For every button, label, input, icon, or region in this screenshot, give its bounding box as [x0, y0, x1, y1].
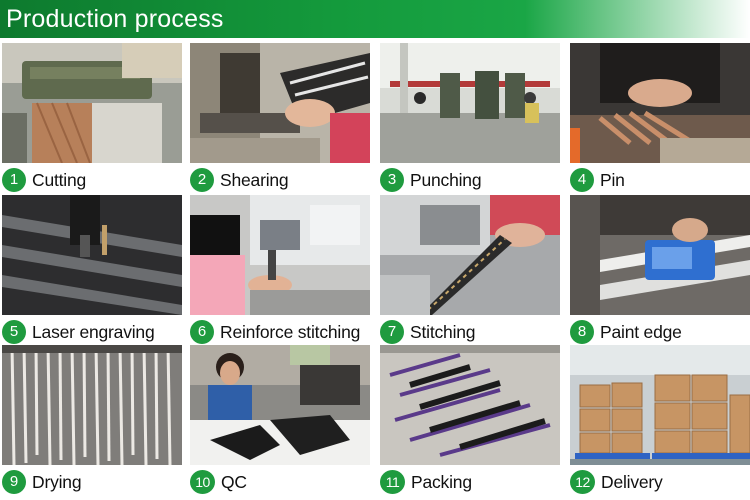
- step-tile-cutting: 1 Cutting: [2, 43, 182, 193]
- photo-qc: [190, 345, 370, 465]
- step-number-badge: 5: [2, 320, 26, 344]
- step-tile-punching: 3 Punching: [380, 43, 560, 193]
- step-number-badge: 3: [380, 168, 404, 192]
- step-number-badge: 4: [570, 168, 594, 192]
- step-tile-drying: 9 Drying: [2, 345, 182, 495]
- step-number-badge: 11: [380, 470, 405, 494]
- photo-stitching: [380, 195, 560, 315]
- step-tile-laser-engraving: 5 Laser engraving: [2, 195, 182, 345]
- step-number-badge: 12: [570, 470, 595, 494]
- step-label: Punching: [410, 169, 482, 190]
- step-caption: 12 Delivery: [570, 469, 750, 495]
- step-tile-pin: 4 Pin: [570, 43, 750, 193]
- step-number-badge: 2: [190, 168, 214, 192]
- photo-drying: [2, 345, 182, 465]
- photo-cutting: [2, 43, 182, 163]
- step-tile-stitching: 7 Stitching: [380, 195, 560, 345]
- photo-pin: [570, 43, 750, 163]
- photo-shearing: [190, 43, 370, 163]
- step-label: QC: [221, 471, 247, 492]
- step-label: Delivery: [601, 471, 663, 492]
- step-caption: 1 Cutting: [2, 167, 187, 193]
- step-label: Reinforce stitching: [220, 321, 361, 342]
- step-caption: 7 Stitching: [380, 319, 565, 345]
- step-label: Shearing: [220, 169, 289, 190]
- step-label: Paint edge: [600, 321, 682, 342]
- photo-packing: [380, 345, 560, 465]
- step-tile-reinforce-stitching: 6 Reinforce stitching: [190, 195, 370, 345]
- step-caption: 2 Shearing: [190, 167, 375, 193]
- step-caption: 8 Paint edge: [570, 319, 750, 345]
- step-caption: 5 Laser engraving: [2, 319, 187, 345]
- photo-punching: [380, 43, 560, 163]
- photo-laser-engraving: [2, 195, 182, 315]
- step-number-badge: 6: [190, 320, 214, 344]
- step-tile-packing: 11 Packing: [380, 345, 560, 495]
- step-caption: 11 Packing: [380, 469, 565, 495]
- header-banner: Production process: [0, 0, 750, 38]
- photo-paint-edge: [570, 195, 750, 315]
- step-number-badge: 10: [190, 470, 215, 494]
- step-label: Drying: [32, 471, 82, 492]
- step-number-badge: 8: [570, 320, 594, 344]
- step-caption: 4 Pin: [570, 167, 750, 193]
- step-caption: 3 Punching: [380, 167, 565, 193]
- step-label: Laser engraving: [32, 321, 155, 342]
- step-tile-shearing: 2 Shearing: [190, 43, 370, 193]
- step-label: Packing: [411, 471, 472, 492]
- step-number-badge: 7: [380, 320, 404, 344]
- step-caption: 10 QC: [190, 469, 375, 495]
- step-tile-delivery: 12 Delivery: [570, 345, 750, 495]
- step-caption: 6 Reinforce stitching: [190, 319, 375, 345]
- step-caption: 9 Drying: [2, 469, 187, 495]
- step-label: Cutting: [32, 169, 87, 190]
- step-tile-qc: 10 QC: [190, 345, 370, 495]
- step-label: Stitching: [410, 321, 476, 342]
- step-label: Pin: [600, 169, 625, 190]
- photo-delivery: [570, 345, 750, 465]
- process-grid: 1 Cutting 2 Shearing: [0, 43, 750, 500]
- step-number-badge: 1: [2, 168, 26, 192]
- page-title: Production process: [6, 5, 224, 33]
- photo-reinforce-stitching: [190, 195, 370, 315]
- step-number-badge: 9: [2, 470, 26, 494]
- step-tile-paint-edge: 8 Paint edge: [570, 195, 750, 345]
